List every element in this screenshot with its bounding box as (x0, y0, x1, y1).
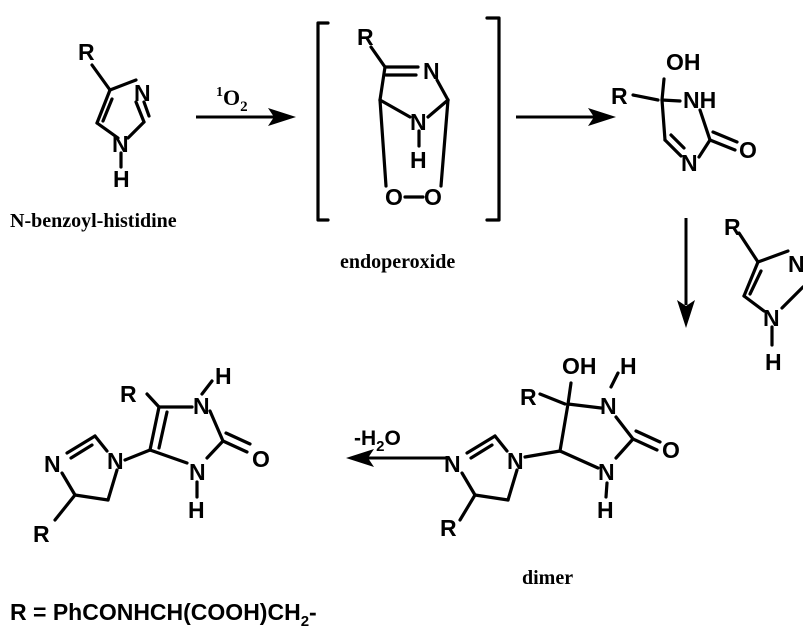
molecule-hydroxy-imidazolone: OH R NH N O (611, 49, 757, 176)
label-dimer: dimer (522, 567, 573, 589)
r-definition-main: R = PhCONHCH(COOH)CH (10, 599, 301, 625)
atom-r: R (33, 521, 50, 547)
atom-n: N (507, 448, 524, 474)
atom-o: O (662, 437, 680, 463)
atom-nh: NH (683, 87, 716, 113)
atom-n: N (410, 109, 427, 135)
superscript-1: 1 (216, 85, 223, 100)
atom-r: R (440, 515, 457, 541)
condition-singlet-oxygen: 1O2 (216, 85, 248, 115)
subscript-2: 2 (240, 99, 248, 115)
bracket-right (485, 16, 501, 222)
arrow-nucleophilic-addition (677, 218, 695, 328)
atom-h: H (620, 353, 637, 379)
label-reactant: N-benzoyl-histidine (10, 210, 177, 232)
atom-n: N (598, 459, 615, 485)
atom-r: R (520, 384, 537, 410)
atom-n: N (44, 451, 61, 477)
atom-o: O (385, 184, 403, 210)
arrow-singlet-oxygen (196, 108, 296, 126)
atom-r: R (120, 381, 137, 407)
atom-oh: OH (666, 49, 701, 75)
atom-n: N (600, 393, 617, 419)
atom-o: O (739, 137, 757, 163)
atom-n: N (681, 150, 698, 176)
label-intermediate: endoperoxide (340, 251, 455, 273)
atom-o: O (252, 446, 270, 472)
r-definition-suffix: - (309, 599, 317, 625)
oxygen-symbol: O (385, 427, 401, 450)
subscript-2: 2 (301, 613, 309, 630)
atom-r: R (78, 39, 95, 65)
condition-dehydration: -H2O (354, 427, 401, 455)
atom-n: N (189, 459, 206, 485)
atom-n: N (444, 451, 461, 477)
bracket-left (316, 21, 330, 222)
atom-h: H (113, 166, 130, 192)
molecule-final-product: H R N O N H N N R (33, 363, 270, 547)
atom-n: N (788, 251, 803, 277)
atom-n: N (134, 80, 151, 106)
atom-n: N (112, 131, 129, 157)
atom-o: O (424, 184, 442, 210)
molecule-endoperoxide: R N N H O O (357, 24, 450, 210)
atom-r: R (724, 214, 741, 240)
arrow-rearrangement (516, 108, 616, 126)
minus-h: -H (354, 427, 376, 450)
molecule-histidine-reagent: R N N H (724, 214, 803, 375)
arrow-dehydration (346, 449, 447, 467)
atom-n: N (763, 305, 780, 331)
atom-n: N (107, 448, 124, 474)
subscript-2: 2 (376, 438, 384, 455)
atom-n: N (193, 393, 210, 419)
atom-h: H (188, 497, 205, 523)
atom-h: H (597, 497, 614, 523)
atom-h: H (765, 349, 782, 375)
r-group-definition: R = PhCONHCH(COOH)CH2- (10, 599, 317, 630)
atom-r: R (357, 24, 374, 50)
atom-r: R (611, 83, 628, 109)
atom-oh: OH (562, 353, 597, 379)
molecule-histidine: R N N H (78, 39, 151, 192)
atom-h: H (215, 363, 232, 389)
oxygen-symbol: O (223, 85, 240, 110)
atom-n: N (423, 58, 440, 84)
atom-h: H (410, 147, 427, 173)
molecule-dimer: OH H R N O N H N N R (440, 353, 680, 541)
